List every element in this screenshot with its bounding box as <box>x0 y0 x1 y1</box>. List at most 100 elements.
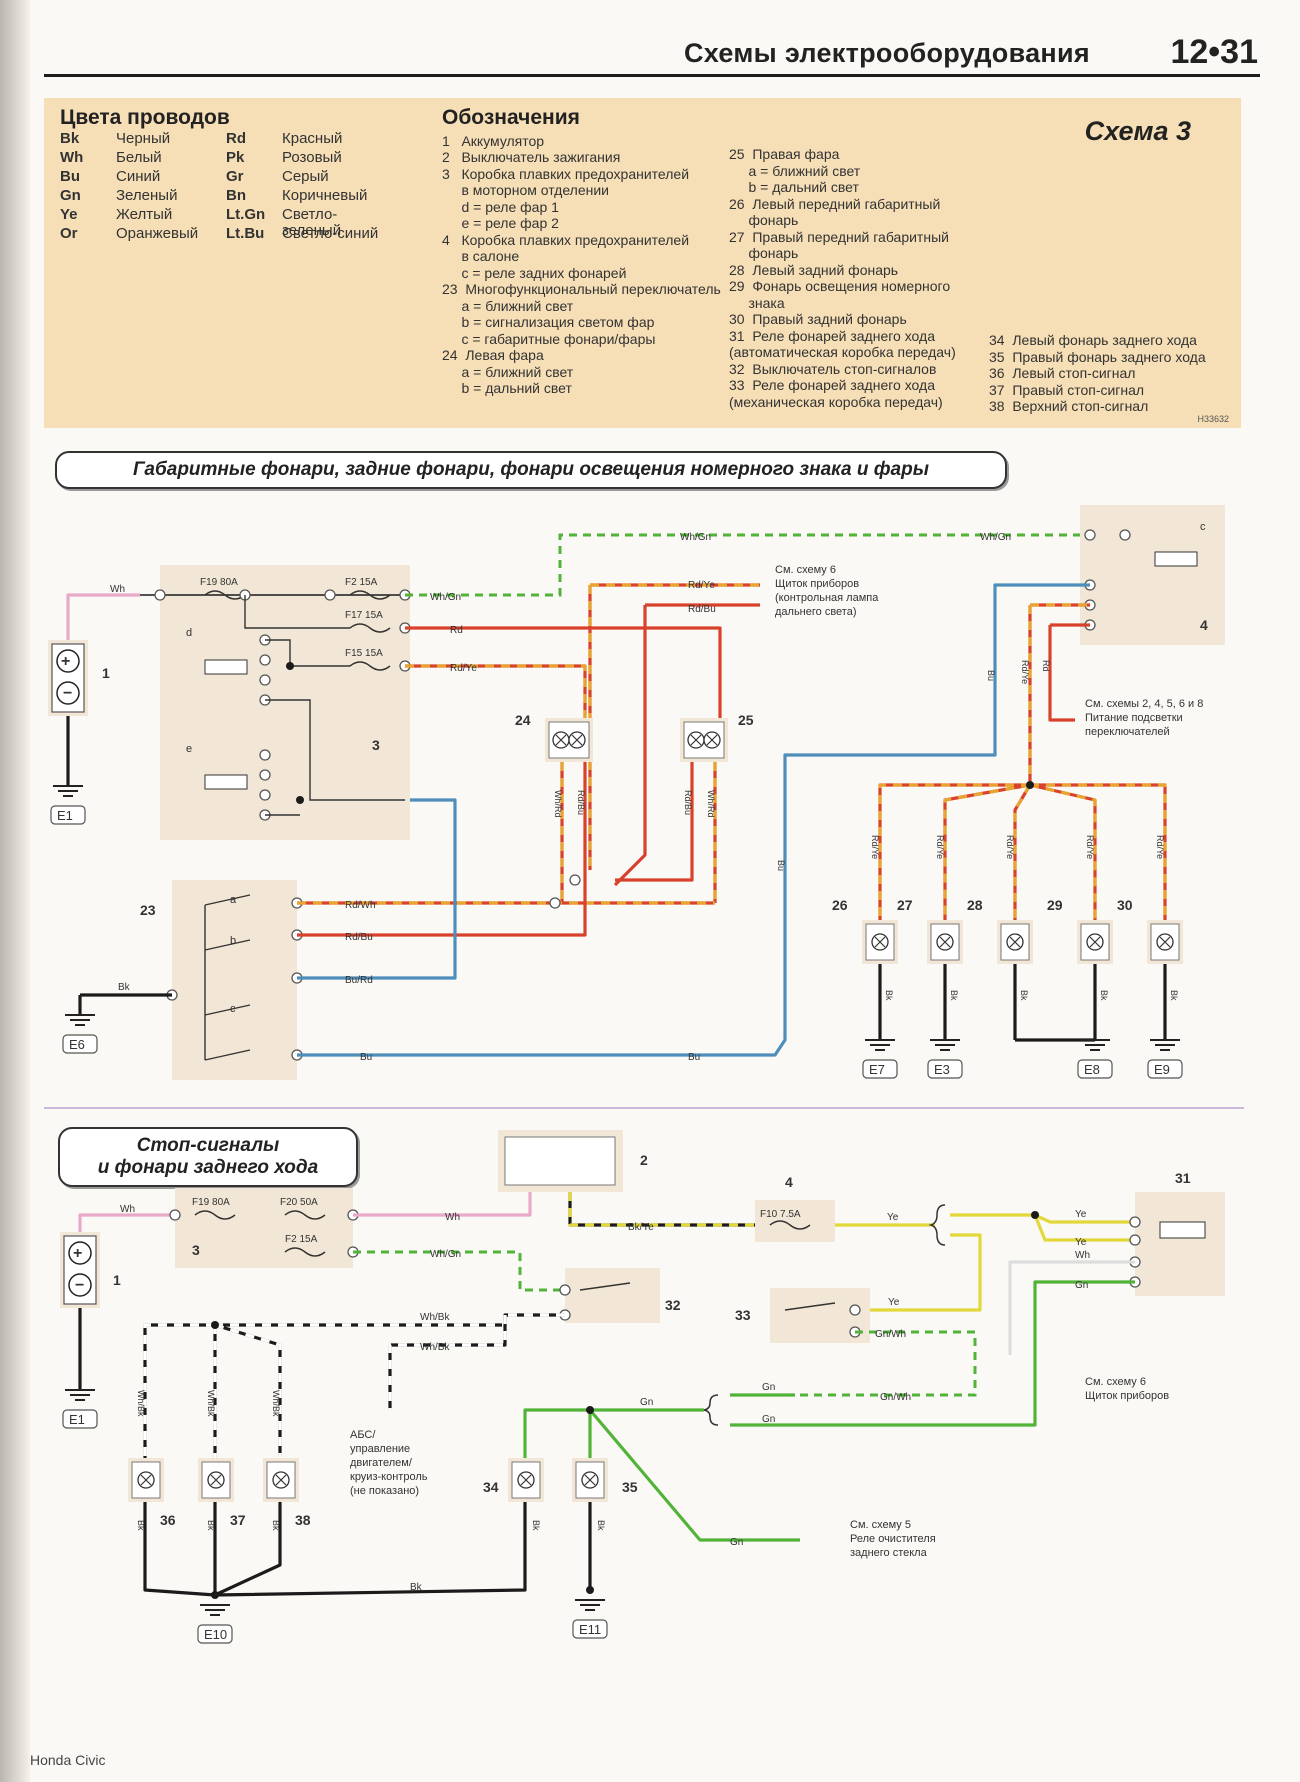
ground-e6 <box>62 1034 98 1054</box>
lamp-bulb-icon <box>690 734 702 746</box>
connector-terminal <box>549 897 561 909</box>
fuse-f2-bottom <box>284 1247 326 1257</box>
wire-colors-title: Цвета проводов <box>60 106 230 129</box>
fuse-f10 <box>769 1220 811 1230</box>
wire-color-name: Светло-зеленый <box>282 205 342 239</box>
junction-dot <box>286 662 294 670</box>
junction-dot <box>211 1321 219 1329</box>
connector-terminal <box>1129 1216 1141 1228</box>
lamp-bulb-icon <box>520 1474 532 1486</box>
component-24: 24 <box>515 712 531 728</box>
connector-terminal <box>259 749 271 761</box>
section-title-stop-line1: Стоп-сигналы <box>136 1135 280 1156</box>
fuse-f15-top <box>349 661 391 671</box>
designation-item: 38 Верхний стоп-сигнал <box>989 398 1149 414</box>
wire-label-bk-27: Bk <box>949 990 959 1001</box>
designation-item: (автоматическая коробка передач) <box>729 344 956 360</box>
connector-terminal <box>1129 1234 1141 1246</box>
designation-item: 4 Коробка плавких предохранителей <box>442 231 690 248</box>
wire-label-bu-1: Bu <box>360 1052 372 1063</box>
component-23: 23 <box>140 902 156 918</box>
junction-dot <box>1026 781 1034 789</box>
component-38: 38 <box>295 1512 311 1528</box>
wire-color-name: Желтый <box>116 205 173 223</box>
section-title-stop: Стоп-сигналы и фонари заднего хода <box>58 1127 358 1187</box>
abs-note-line1: АБС/ <box>350 1429 376 1441</box>
wire-label-bu-3: Bu <box>776 860 786 871</box>
junction-dot <box>211 1591 219 1599</box>
wire-label-stop-bk-36: Bk <box>136 1520 146 1531</box>
wire-rd-ye-fuse15 <box>405 664 587 718</box>
wire-ye-31b <box>1033 1214 1135 1242</box>
component-1-top: 1 <box>102 665 110 681</box>
component-28: 28 <box>967 897 983 913</box>
wire-label-25a: Rd/Bu <box>683 790 693 815</box>
fuse-box-3-bottom <box>175 1188 353 1268</box>
battery-plus-sign: + <box>73 1245 82 1262</box>
component-30: 30 <box>1117 897 1133 913</box>
wire-label-bk-30: Bk <box>1169 990 1179 1001</box>
wire-label-rd-ye-2: Rd/Ye <box>688 580 715 591</box>
ground-e3-label: E3 <box>934 1062 950 1077</box>
wire-color-code: Gn <box>60 186 81 204</box>
designation-item: e = реле фар 2 <box>442 215 559 231</box>
wire-wh-battery <box>66 593 140 640</box>
component-37: 37 <box>230 1512 246 1528</box>
wire-label-bk-29: Bk <box>1099 990 1109 1001</box>
connector-terminal <box>259 674 271 686</box>
component-34: 34 <box>483 1479 499 1495</box>
ground-e8 <box>1077 1059 1113 1079</box>
designation-item: знака <box>729 294 785 311</box>
wire-wh-bk-1 <box>215 1313 565 1327</box>
connector-terminal <box>169 1209 181 1221</box>
wire-label-bk-28: Bk <box>1019 990 1029 1001</box>
component-25: 25 <box>738 712 754 728</box>
wire-34-ground <box>214 1502 527 1597</box>
page-number: 12•31 <box>1170 33 1258 71</box>
fuse-box-4-bottom <box>755 1200 835 1242</box>
junction-dot <box>586 1586 594 1594</box>
designation-item: 36 Левый стоп-сигнал <box>989 365 1136 381</box>
wire-color-code: Rd <box>226 129 246 147</box>
lamp-bulb-icon <box>939 936 951 948</box>
lamp-bulb-icon <box>1159 936 1171 948</box>
ground-e3 <box>927 1059 963 1079</box>
ground-e1-bottom-label: E1 <box>69 1412 85 1427</box>
connector-terminal <box>849 1304 861 1316</box>
wire-color-code: Bk <box>60 129 80 147</box>
wire-label-gn-a: Gn <box>762 1382 775 1393</box>
wire-label-gn-d: Gn <box>730 1537 743 1548</box>
ground-e7 <box>862 1059 898 1079</box>
connector-terminal <box>259 654 271 666</box>
relay-33-contact <box>784 1302 836 1311</box>
wire-gn-31 <box>855 1280 1135 1427</box>
wire-label-lamp-29: Rd/Ye <box>1085 835 1095 859</box>
lamp-bulb-icon <box>275 1474 287 1486</box>
wire-label-gn-wh-1: Gn/Wh <box>875 1329 906 1340</box>
switch-a-label: a <box>230 894 237 906</box>
designation-item: a = ближний свет <box>442 363 574 380</box>
wire-rd-bu-switch <box>297 880 587 937</box>
wire-label-bk-26: Bk <box>884 990 894 1001</box>
wire-label-bu-2: Bu <box>688 1052 700 1063</box>
see-scheme6-line2: Щиток приборов <box>775 578 859 590</box>
ground-e10 <box>197 1624 233 1644</box>
wire-label-bk-b: Bk <box>410 1582 423 1593</box>
designation-item: 2 Выключатель зажигания <box>442 149 621 165</box>
wire-25a <box>615 762 694 882</box>
wire-bk-ye <box>568 1192 755 1227</box>
fuse-f20-bottom-label: F20 50A <box>280 1197 318 1208</box>
abs-note-line3: двигателем/ <box>350 1457 413 1469</box>
wire-label-rd-ye-3: Rd/Ye <box>1020 660 1030 684</box>
wire-to-26 <box>878 783 1030 920</box>
lamp-bulb-icon <box>140 1474 152 1486</box>
wire-wh-bk-2 <box>388 1315 507 1410</box>
switch-contacts <box>204 894 251 1061</box>
wire-color-code: Pk <box>226 148 245 166</box>
designation-item: 31 Реле фонарей заднего хода <box>729 327 935 344</box>
